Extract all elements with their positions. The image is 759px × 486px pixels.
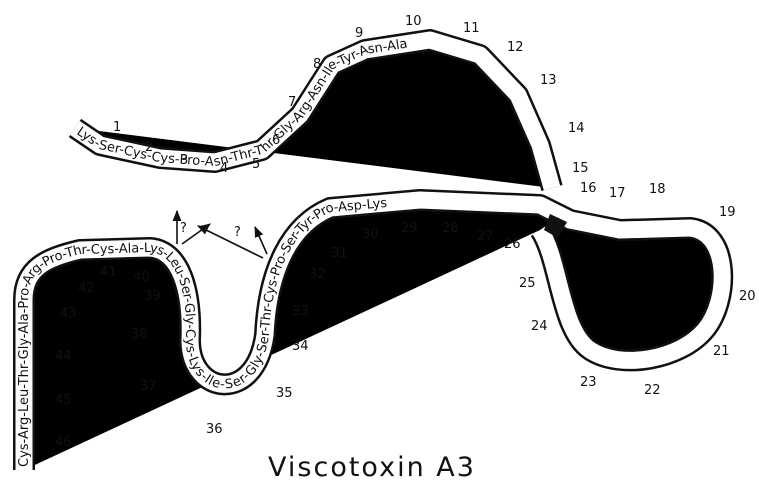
residue-number-26: 26 [504,237,521,252]
residue-number-33: 33 [292,304,309,319]
residue-number-31: 31 [331,246,348,261]
residue-number-17: 17 [609,186,626,201]
residue-number-46: 46 [55,435,72,450]
residue-number-21: 21 [713,344,730,359]
arrow-up-3 [255,227,267,254]
residue-number-3: 3 [180,153,188,168]
residue-number-29: 29 [401,221,418,236]
diagram-title: Viscotoxin A3 [268,452,476,483]
residue-number-28: 28 [442,221,459,236]
residue-number-38: 38 [131,327,148,342]
question-mark-2: ? [234,225,241,240]
residue-number-45: 45 [55,393,72,408]
residue-number-6: 6 [272,133,280,148]
residue-number-44: 44 [55,349,72,364]
residue-number-14: 14 [568,121,585,136]
residue-number-22: 22 [644,383,661,398]
residue-number-35: 35 [276,386,293,401]
residue-number-8: 8 [313,57,321,72]
residue-number-19: 19 [719,205,736,220]
residue-number-24: 24 [531,319,548,334]
residue-number-13: 13 [540,73,557,88]
residue-number-41: 41 [100,265,117,280]
residue-number-34: 34 [292,339,309,354]
residue-number-23: 23 [580,375,597,390]
residue-number-40: 40 [133,270,150,285]
residue-number-43: 43 [60,306,77,321]
residue-number-1: 1 [113,120,121,135]
residue-number-11: 11 [463,21,480,36]
residue-number-12: 12 [507,40,524,55]
residue-number-42: 42 [78,281,95,296]
residue-number-39: 39 [144,289,161,304]
residue-number-5: 5 [252,157,260,172]
residue-number-18: 18 [649,182,666,197]
residue-number-10: 10 [405,14,422,29]
residue-number-30: 30 [362,227,379,242]
residue-number-25: 25 [519,276,536,291]
residue-number-37: 37 [140,379,157,394]
residue-number-36: 36 [206,422,223,437]
residue-number-16: 16 [580,181,597,196]
residue-number-7: 7 [288,95,296,110]
question-mark-1: ? [180,221,187,236]
residue-number-20: 20 [739,289,756,304]
residue-number-9: 9 [355,26,363,41]
residue-number-32: 32 [309,267,326,282]
residue-number-15: 15 [572,161,589,176]
arrow-left-1 [198,226,263,258]
uncertain-bond-arrows: ? ? [177,211,267,258]
residue-number-4: 4 [220,161,228,176]
residue-number-2: 2 [145,140,153,155]
residue-number-27: 27 [477,229,494,244]
